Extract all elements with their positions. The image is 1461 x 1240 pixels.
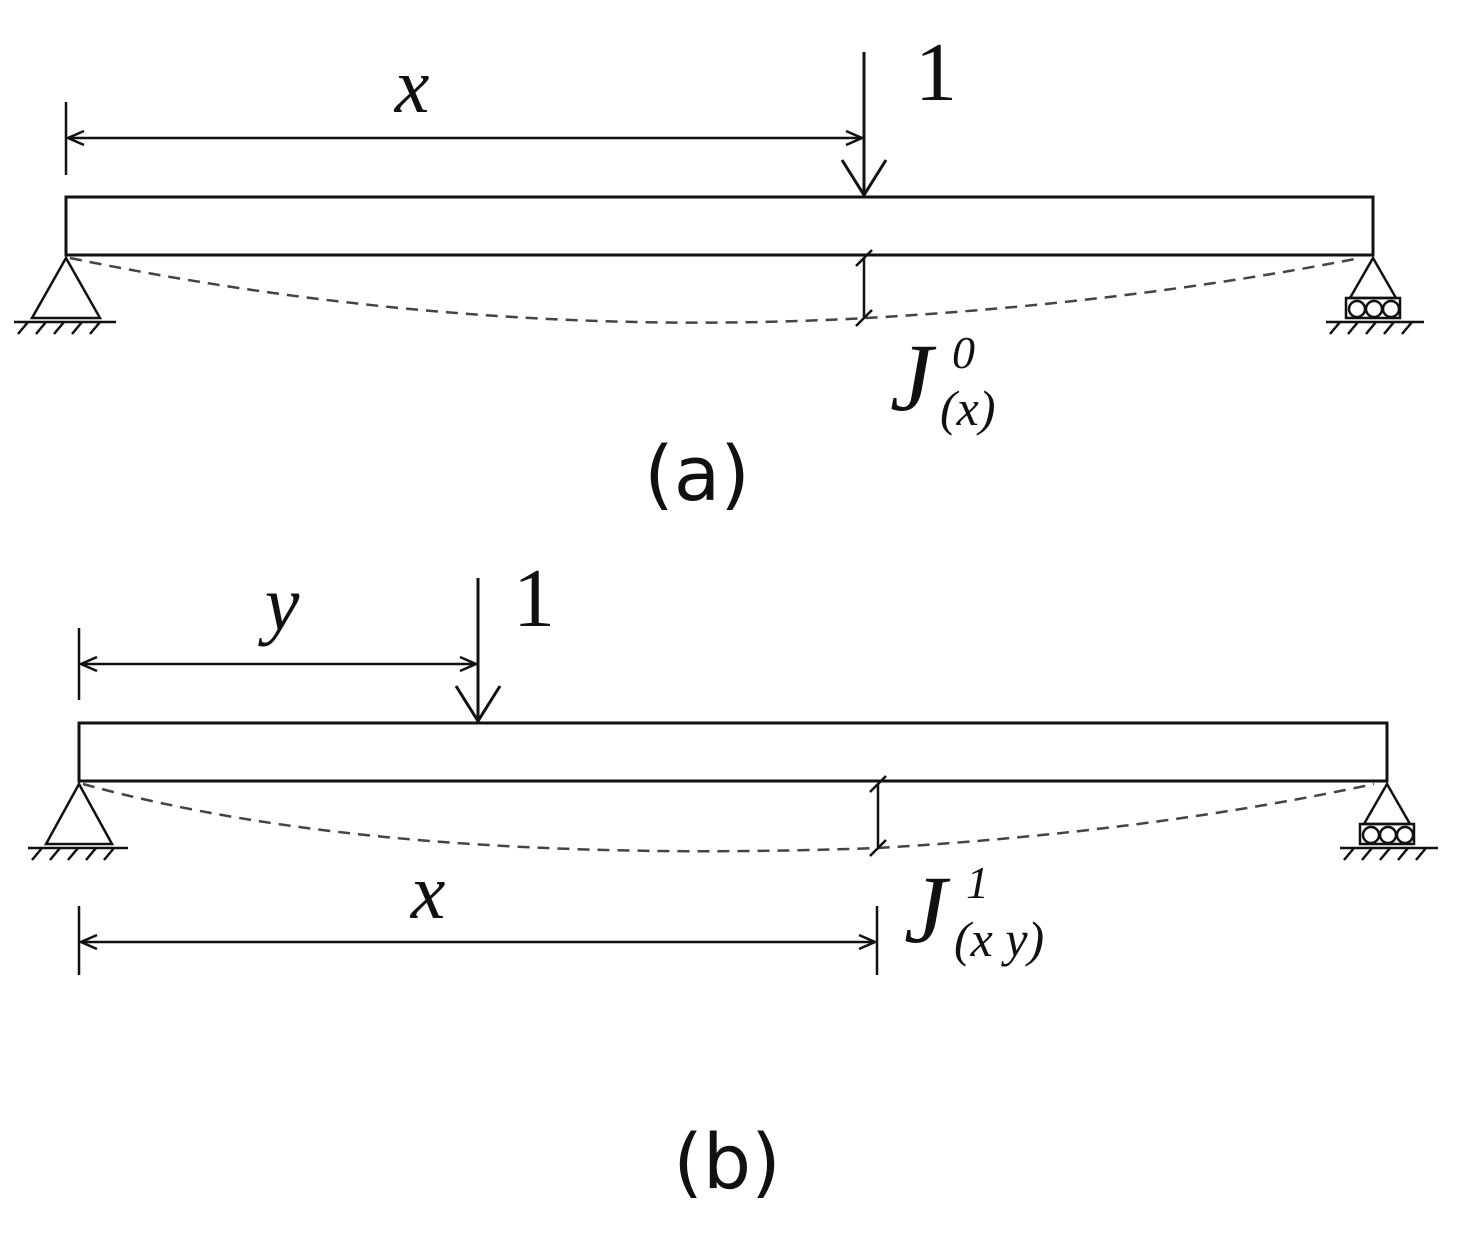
dimension-x-b: x: [77, 848, 879, 975]
label-J-superscript: 1: [966, 857, 989, 908]
dimension-y-b: y: [77, 560, 476, 700]
tick-mark-bottom: [855, 309, 873, 327]
label-J-superscript: 0: [952, 327, 975, 378]
deflection-curve-a: [69, 256, 1361, 324]
label-J-subscript: (x): [940, 380, 996, 436]
tick-mark-top: [869, 775, 887, 793]
dimension-x-a: x: [64, 42, 862, 175]
deflection-curve-b: [82, 782, 1375, 853]
deflection-label-a: J 0 (x): [890, 324, 996, 436]
load-label: 1: [513, 552, 555, 645]
load-arrow-b: 1: [454, 552, 555, 724]
dim-label-y: y: [258, 560, 300, 647]
pin-support-icon-b: [28, 781, 128, 861]
caption-b: (b): [673, 1117, 781, 1206]
arrowhead-icon: [454, 685, 502, 724]
arrowhead-icon: [840, 159, 888, 198]
roller-support-icon-b: [1340, 781, 1438, 861]
caption-a: (a): [644, 429, 750, 518]
label-J-subscript: (x y): [954, 911, 1044, 967]
panel-a: x 1 J 0 (x): [14, 26, 1424, 518]
beam-b: [77, 721, 1389, 783]
beam-a: [64, 195, 1375, 257]
label-J: J: [890, 324, 937, 431]
load-label: 1: [915, 26, 957, 119]
load-arrow-a: 1: [840, 26, 957, 198]
panel-b: y 1 J 1 (x y) x: [28, 552, 1438, 1206]
tick-mark-bottom: [869, 839, 887, 857]
deflection-dim-a: [855, 249, 873, 327]
dim-label-x: x: [410, 848, 446, 935]
label-J: J: [904, 856, 951, 963]
deflection-dim-b: [869, 775, 887, 857]
tick-mark-top: [855, 249, 873, 267]
deflection-label-b: J 1 (x y): [904, 856, 1044, 967]
roller-support-icon-a: [1326, 255, 1424, 335]
pin-support-icon-a: [14, 255, 116, 335]
dim-label-x: x: [394, 42, 430, 129]
